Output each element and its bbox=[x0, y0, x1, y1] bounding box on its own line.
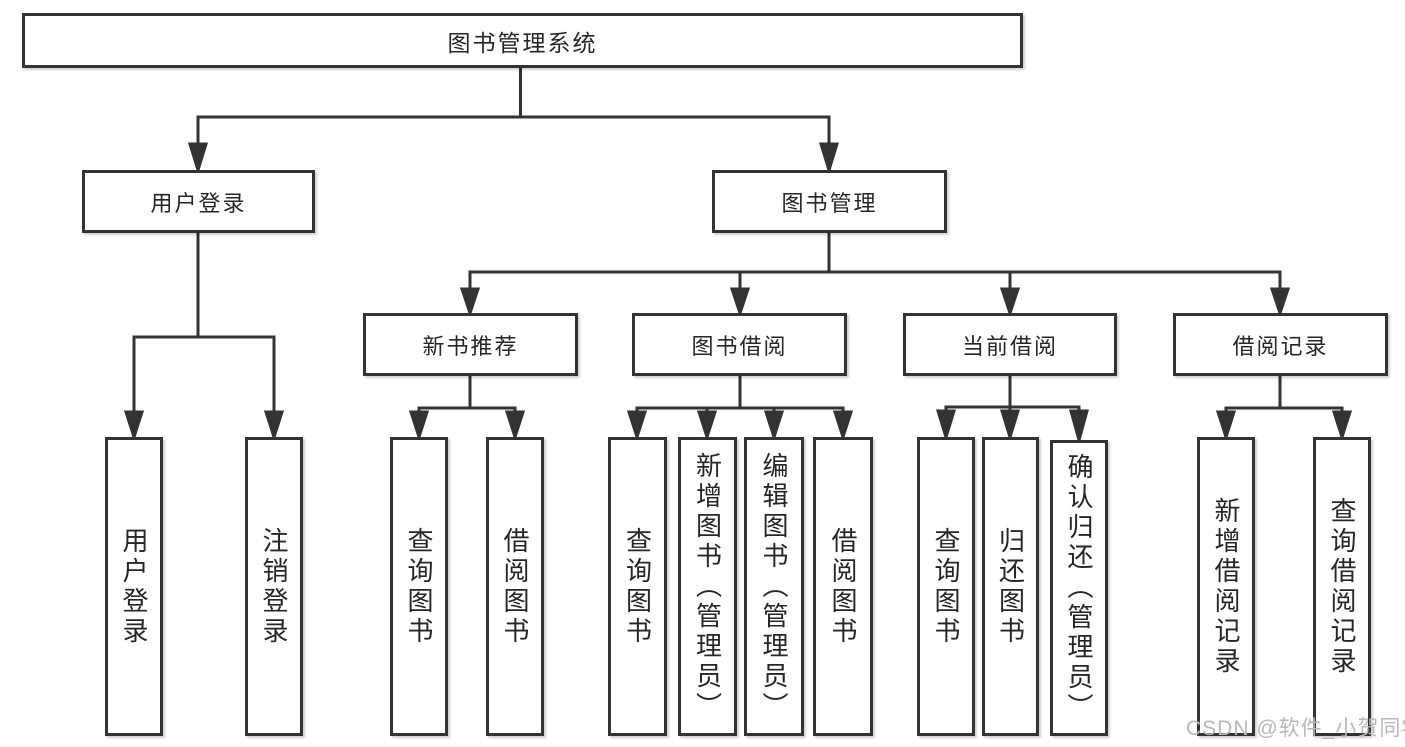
arrowhead-icon bbox=[763, 410, 785, 442]
leaf-label: 查询图书 bbox=[404, 526, 434, 647]
leaf-label: 注销登录 bbox=[259, 526, 289, 647]
leaf-query-borrow-record: 查询借阅记录 bbox=[1313, 437, 1371, 736]
arrowhead-icon bbox=[1269, 287, 1291, 318]
node-label: 当前借阅 bbox=[961, 333, 1058, 359]
arrowhead-icon bbox=[696, 410, 718, 442]
leaf-label: 查询借阅记录 bbox=[1327, 496, 1357, 677]
node-label: 图书借阅 bbox=[691, 333, 788, 359]
node-library-management-system: 图书管理系统 bbox=[22, 13, 1023, 68]
node-label: 借阅记录 bbox=[1232, 333, 1329, 359]
leaf-query-books-1: 查询图书 bbox=[390, 437, 448, 736]
leaf-label: 新增图书（管理员） bbox=[692, 451, 723, 722]
node-current-borrowing: 当前借阅 bbox=[903, 313, 1117, 376]
node-book-borrowing: 图书借阅 bbox=[632, 313, 847, 376]
leaf-label: 编辑图书（管理员） bbox=[759, 451, 789, 722]
leaf-label: 查询图书 bbox=[622, 526, 653, 647]
leaf-label: 查询图书 bbox=[931, 526, 961, 647]
leaf-add-book-admin: 新增图书（管理员） bbox=[678, 437, 737, 736]
leaf-label: 借阅图书 bbox=[500, 526, 530, 647]
leaf-add-borrow-record: 新增借阅记录 bbox=[1197, 437, 1255, 736]
arrowhead-icon bbox=[123, 410, 145, 442]
arrowhead-icon bbox=[729, 287, 751, 318]
node-label: 用户登录 bbox=[150, 190, 247, 216]
leaf-logout: 注销登录 bbox=[245, 437, 303, 736]
leaf-query-books-3: 查询图书 bbox=[917, 437, 975, 736]
leaf-label: 归还图书 bbox=[995, 526, 1026, 647]
leaf-label: 新增借阅记录 bbox=[1211, 496, 1241, 677]
leaf-label: 用户登录 bbox=[119, 526, 149, 647]
node-label: 图书管理 bbox=[781, 190, 878, 216]
node-borrowing-records: 借阅记录 bbox=[1173, 313, 1388, 376]
leaf-edit-book-admin: 编辑图书（管理员） bbox=[744, 437, 804, 736]
arrowhead-icon bbox=[408, 410, 430, 442]
node-label: 新书推荐 bbox=[422, 333, 519, 359]
leaf-confirm-return-admin: 确认归还（管理员） bbox=[1050, 440, 1108, 736]
arrowhead-icon bbox=[626, 410, 648, 442]
arrowhead-icon bbox=[459, 287, 481, 318]
leaf-user-login: 用户登录 bbox=[105, 437, 163, 736]
leaf-label: 确认归还（管理员） bbox=[1064, 453, 1094, 723]
arrowhead-icon bbox=[187, 142, 209, 176]
node-book-management: 图书管理 bbox=[712, 170, 947, 233]
arrowhead-icon bbox=[504, 410, 526, 442]
arrowhead-icon bbox=[935, 409, 957, 443]
arrowhead-icon bbox=[1331, 410, 1353, 442]
watermark-text: CSDN @软件_小贺同学 bbox=[1186, 717, 1405, 740]
leaf-borrow-books-2: 借阅图书 bbox=[813, 437, 873, 736]
arrowhead-icon bbox=[999, 287, 1021, 318]
root-node-label: 图书管理系统 bbox=[447, 29, 598, 56]
arrowhead-icon bbox=[832, 410, 854, 442]
leaf-label: 借阅图书 bbox=[828, 526, 858, 647]
arrowhead-icon bbox=[818, 142, 840, 176]
arrowhead-icon bbox=[999, 409, 1021, 443]
node-new-book-recommendation: 新书推荐 bbox=[363, 313, 578, 376]
leaf-borrow-books-1: 借阅图书 bbox=[486, 437, 544, 736]
leaf-query-books-2: 查询图书 bbox=[608, 437, 667, 736]
leaf-return-books: 归还图书 bbox=[982, 437, 1039, 736]
arrowhead-icon bbox=[1215, 410, 1237, 442]
arrowhead-icon bbox=[1069, 409, 1089, 446]
node-user-login: 用户登录 bbox=[82, 170, 315, 233]
arrowhead-icon bbox=[263, 410, 285, 442]
